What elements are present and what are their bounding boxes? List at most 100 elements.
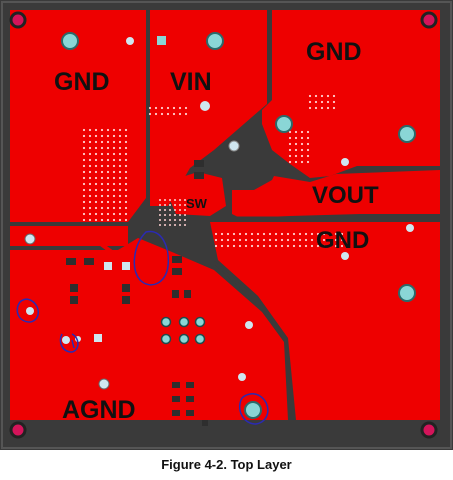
component-pad <box>70 296 78 304</box>
via <box>179 224 181 226</box>
via <box>94 176 98 180</box>
pad-gnd-tr-small <box>341 158 349 166</box>
via <box>214 238 218 242</box>
via <box>250 244 254 248</box>
via <box>164 214 166 216</box>
ink-annotations <box>16 230 269 425</box>
component-pad <box>122 262 130 270</box>
via <box>238 238 242 242</box>
via <box>298 232 302 236</box>
via <box>184 204 186 206</box>
component-pad <box>104 262 112 270</box>
via <box>118 182 122 186</box>
via <box>88 200 92 204</box>
via <box>106 134 110 138</box>
via <box>288 130 292 134</box>
via <box>164 199 166 201</box>
via <box>82 146 86 150</box>
via <box>164 219 166 221</box>
via <box>179 209 181 211</box>
via <box>100 146 104 150</box>
via <box>169 204 171 206</box>
via <box>100 128 104 132</box>
via <box>220 238 224 242</box>
pad-vin-small <box>200 101 210 111</box>
via <box>100 188 104 192</box>
via <box>226 232 230 236</box>
via <box>88 176 92 180</box>
via <box>178 112 182 116</box>
via <box>220 232 224 236</box>
via <box>300 148 304 152</box>
via <box>169 214 171 216</box>
via <box>304 244 308 248</box>
via <box>94 164 98 168</box>
via <box>179 199 181 201</box>
via <box>88 188 92 192</box>
via <box>288 154 292 158</box>
via <box>94 218 98 222</box>
via <box>332 94 336 98</box>
via <box>292 244 296 248</box>
header-pin <box>160 316 172 328</box>
via <box>124 158 128 162</box>
via <box>112 188 116 192</box>
via <box>82 206 86 210</box>
via <box>226 238 230 242</box>
via <box>94 158 98 162</box>
via <box>118 164 122 168</box>
via <box>82 212 86 216</box>
via <box>328 232 332 236</box>
label-gnd-top-right: GND <box>306 38 362 66</box>
via <box>82 158 86 162</box>
pad-agnd-4 <box>244 401 262 419</box>
via <box>82 182 86 186</box>
via <box>274 238 278 242</box>
via <box>106 212 110 216</box>
ink-circle-bottom <box>238 393 269 425</box>
via <box>94 140 98 144</box>
via <box>288 136 292 140</box>
component-pads <box>66 160 208 426</box>
via <box>112 182 116 186</box>
via <box>112 212 116 216</box>
component-pad <box>172 290 179 298</box>
via <box>288 148 292 152</box>
ink-circle-ic <box>133 230 170 286</box>
component-pad <box>172 396 180 402</box>
via <box>106 146 110 150</box>
via <box>174 214 176 216</box>
via <box>124 218 128 222</box>
via <box>326 106 330 110</box>
via <box>340 244 344 248</box>
pad-agnd-1 <box>26 307 34 315</box>
via <box>88 182 92 186</box>
via <box>320 100 324 104</box>
via <box>148 112 152 116</box>
via <box>174 204 176 206</box>
signal-traces <box>28 237 244 386</box>
via <box>340 238 344 242</box>
via <box>118 146 122 150</box>
via <box>118 140 122 144</box>
via <box>82 134 86 138</box>
via <box>310 232 314 236</box>
via <box>88 134 92 138</box>
via <box>328 238 332 242</box>
component-pad <box>186 382 194 388</box>
via <box>306 154 310 158</box>
via <box>100 164 104 168</box>
via <box>286 238 290 242</box>
via <box>106 152 110 156</box>
via <box>112 176 116 180</box>
via <box>326 100 330 104</box>
via <box>286 244 290 248</box>
via <box>308 94 312 98</box>
via <box>82 128 86 132</box>
component-pad <box>172 410 180 416</box>
via <box>160 106 164 110</box>
via <box>100 152 104 156</box>
via <box>118 128 122 132</box>
via <box>184 106 188 110</box>
label-gnd-top-left: GND <box>54 68 110 96</box>
